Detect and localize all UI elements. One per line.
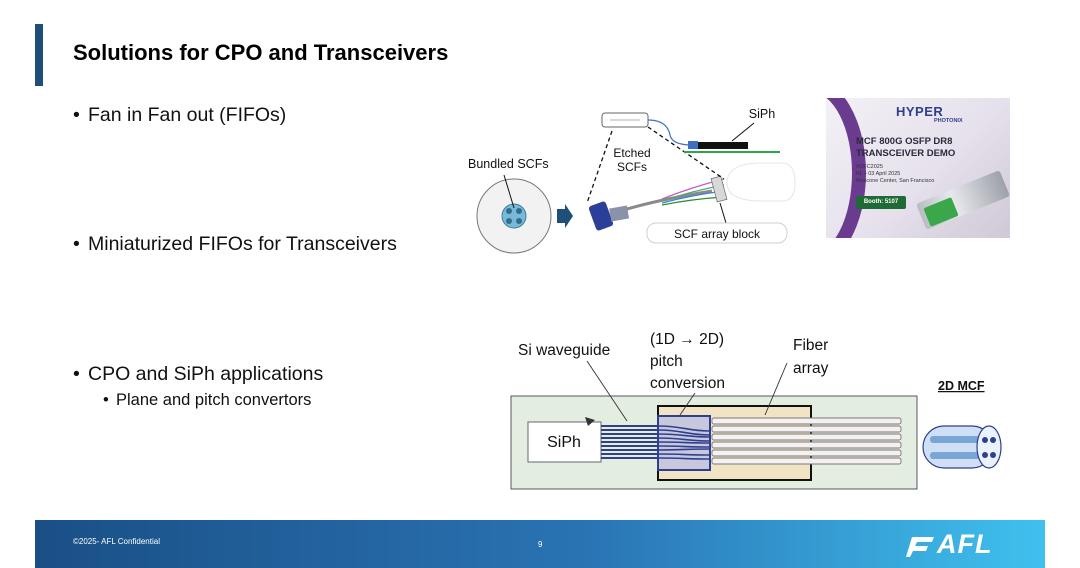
siph-conversion-diagram: SiPh Si waveguide (1D → 2D) pitch conver… xyxy=(505,325,1005,497)
bullet-fifos: •Fan in Fan out (FIFOs) xyxy=(73,104,286,127)
scf-core xyxy=(516,218,522,224)
footer-bar: ©2025- AFL Confidential 9 AFL xyxy=(35,520,1045,568)
event-hashtag: #OFC2025 xyxy=(856,164,934,171)
placeholder-outline xyxy=(727,163,795,201)
zoom-dashed-line xyxy=(587,131,612,203)
arrow-right-icon xyxy=(557,204,573,228)
fiber-label-line-1: Fiber xyxy=(793,337,828,354)
scf-core xyxy=(516,208,522,214)
connector-ferrule xyxy=(588,201,614,232)
event-date: 01 – 03 April 2025 xyxy=(856,171,934,178)
event-title: MCF 800G OSFP DR8 TRANSCEIVER DEMO xyxy=(856,136,955,160)
scf-core xyxy=(506,208,512,214)
fifo-diagram: Bundled SCFs SCF array block SiPh Etched… xyxy=(462,95,802,265)
hyper-photonix-logo-sub: PHOTONIX xyxy=(934,118,963,124)
scfs-label: SCFs xyxy=(617,160,647,174)
scf-array-block-label: SCF array block xyxy=(674,227,761,241)
bullet-miniaturized-fifos: •Miniaturized FIFOs for Transceivers xyxy=(73,233,397,256)
conversion-label-line-1: (1D → 2D) xyxy=(650,331,724,348)
etched-label: Etched xyxy=(613,146,650,160)
bullet-miniaturized-text: Miniaturized FIFOs for Transceivers xyxy=(88,233,397,255)
si-waveguide-lines xyxy=(601,426,657,458)
fiber-label-line-2: array xyxy=(793,360,829,377)
event-title-line-1: MCF 800G OSFP DR8 xyxy=(856,136,955,148)
slide-title: Solutions for CPO and Transceivers xyxy=(73,40,448,66)
connector-body xyxy=(609,206,629,222)
siph-chip-label: SiPh xyxy=(547,434,581,451)
array-pointer-line xyxy=(720,203,726,223)
afl-logo: AFL xyxy=(937,529,992,560)
conversion-label-line-3: conversion xyxy=(650,375,725,392)
etched-fiber-path xyxy=(648,120,692,145)
event-title-line-2: TRANSCEIVER DEMO xyxy=(856,148,955,160)
sub-bullet-convertors: •Plane and pitch convertors xyxy=(103,391,311,410)
si-waveguide-label: Si waveguide xyxy=(518,342,610,359)
2d-mcf-fiber xyxy=(923,426,1001,468)
afl-logo-mark-icon xyxy=(906,533,936,559)
event-venue: Moscone Center, San Francisco xyxy=(856,178,934,185)
sub-bullet-text: Plane and pitch convertors xyxy=(116,391,311,409)
booth-badge: Booth: 5107 xyxy=(856,196,906,209)
bullet-cpo-siph: •CPO and SiPh applications xyxy=(73,363,323,386)
page-number: 9 xyxy=(538,540,542,549)
fiber-main xyxy=(627,191,712,209)
siph-pointer-line xyxy=(732,123,754,141)
bullet-cpo-text: CPO and SiPh applications xyxy=(88,363,323,385)
event-info: #OFC2025 01 – 03 April 2025 Moscone Cent… xyxy=(856,164,934,185)
bullet-fifos-text: Fan in Fan out (FIFOs) xyxy=(88,104,286,126)
footer-confidential: ©2025- AFL Confidential xyxy=(73,537,160,546)
conversion-label-line-2: pitch xyxy=(650,353,683,370)
scf-core xyxy=(506,218,512,224)
fiber-coupler xyxy=(688,141,698,149)
siph-chip xyxy=(698,142,748,149)
siph-label: SiPh xyxy=(749,107,775,121)
hyper-photonix-logo: HYPER xyxy=(896,104,943,119)
bundled-scfs-label: Bundled SCFs xyxy=(468,157,549,171)
title-accent-bar xyxy=(35,24,43,86)
mcf-label: 2D MCF xyxy=(938,379,985,393)
event-photo: HYPER PHOTONIX MCF 800G OSFP DR8 TRANSCE… xyxy=(826,98,1010,238)
